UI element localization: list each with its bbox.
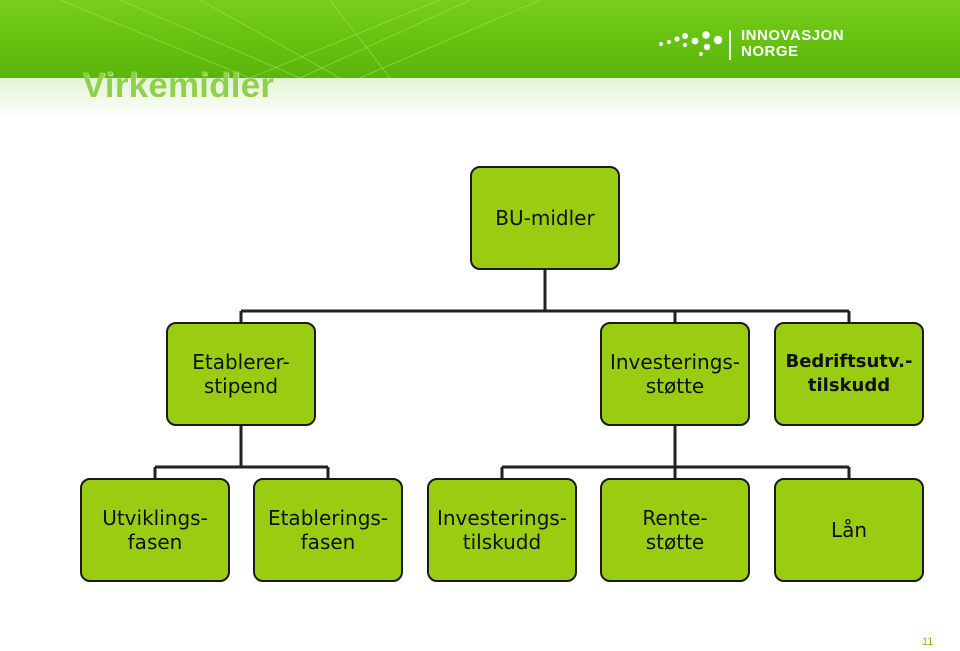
- node-investeringstilskudd: Investerings- tilskudd: [427, 478, 577, 582]
- node-label-line1: Bedriftsutv.-: [785, 351, 913, 372]
- node-etableringsfasen: Etablerings- fasen: [253, 478, 403, 582]
- logo-dots-icon: [659, 30, 731, 60]
- node-label-line1: Investerings-: [609, 350, 741, 374]
- logo-text-norge: NORGE: [741, 43, 799, 60]
- node-rentestotte: Rente- støtte: [600, 478, 750, 582]
- node-label-line1: Etablerer-: [192, 350, 290, 374]
- node-utviklingsfasen: Utviklings- fasen: [80, 478, 230, 582]
- node-label-line1: Etablerings-: [267, 506, 389, 530]
- node-label-line2: tilskudd: [807, 375, 891, 396]
- innovasjon-norge-logo: INNOVASJON NORGE: [655, 26, 875, 66]
- header-rays-decoration: [59, 0, 541, 78]
- node-label-line2: tilskudd: [462, 530, 542, 554]
- node-label-line2: stipend: [203, 374, 279, 398]
- node-bedriftsutv-tilskudd: Bedriftsutv.- tilskudd: [774, 322, 924, 426]
- page-number: 11: [922, 636, 934, 648]
- node-label-line1: Investerings-: [436, 506, 568, 530]
- header-fade: [0, 78, 960, 120]
- node-label-line2: fasen: [300, 530, 356, 554]
- node-label-line1: Utviklings-: [102, 506, 208, 530]
- node-etablererstipend: Etablerer- stipend: [166, 322, 316, 426]
- node-label-line1: Rente-: [642, 506, 708, 530]
- node-label-line1: Lån: [830, 518, 868, 542]
- node-label-line2: støtte: [645, 374, 705, 398]
- node-label-line2: støtte: [645, 530, 705, 554]
- logo-text-innovasjon: INNOVASJON: [741, 27, 845, 44]
- node-investeringsstotte: Investerings- støtte: [600, 322, 750, 426]
- page-title: Virkemidler: [82, 66, 275, 105]
- node-label: BU-midler: [495, 206, 595, 230]
- node-lan: Lån: [774, 478, 924, 582]
- node-bu-midler: BU-midler: [470, 166, 620, 270]
- header-banner: INNOVASJON NORGE: [0, 0, 960, 78]
- node-label-line2: fasen: [127, 530, 183, 554]
